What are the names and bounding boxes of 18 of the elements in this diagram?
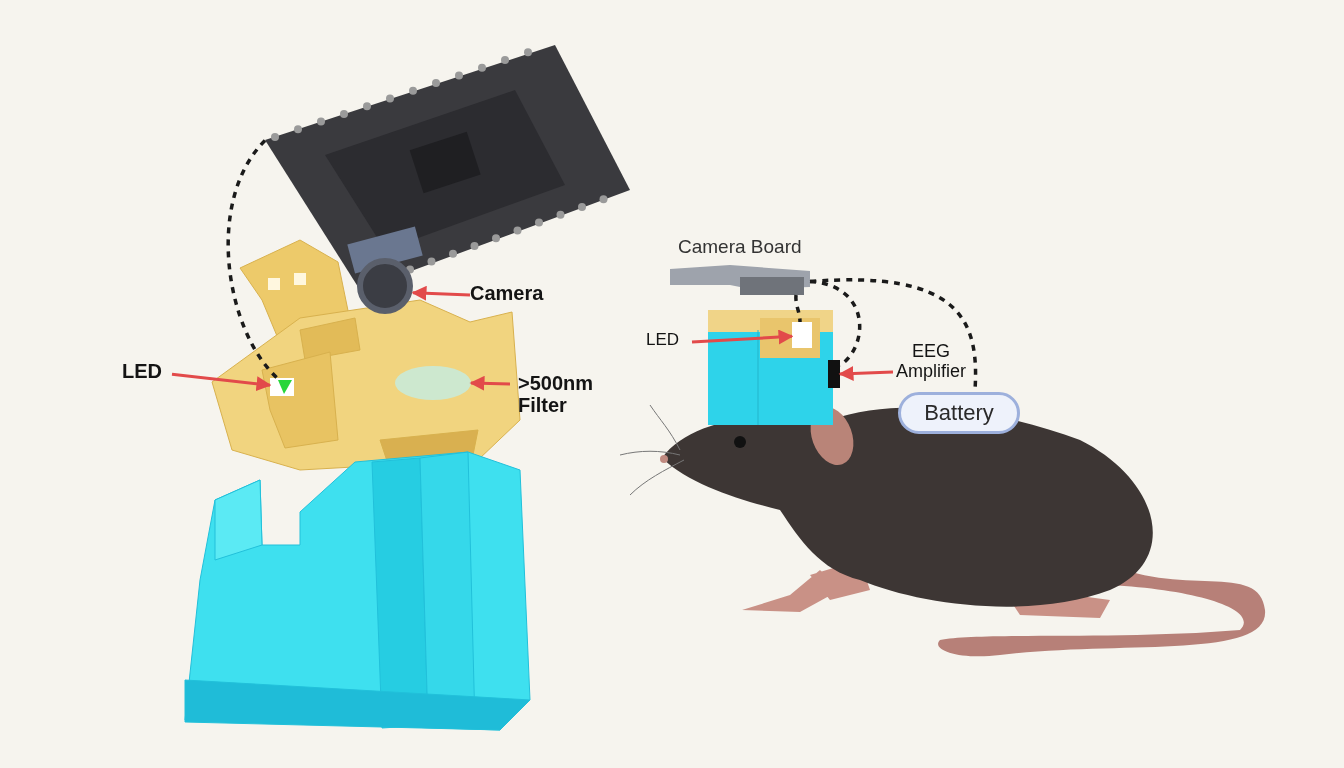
part-label: EEG Amplifier (893, 342, 969, 386)
part-label: Camera Board (678, 237, 803, 258)
part-label: Camera (470, 282, 570, 308)
arrow (691, 329, 794, 345)
component-part (270, 378, 294, 396)
part-label: >500nm Filter (510, 372, 626, 420)
component-part (792, 322, 812, 348)
arrow (171, 372, 272, 392)
part-label: LED (646, 331, 692, 353)
wire (794, 294, 802, 323)
part-label: LED (122, 360, 172, 386)
camera-board-drawing (670, 265, 810, 295)
arrow (838, 366, 894, 381)
arrow (469, 375, 511, 391)
arrow (411, 285, 471, 301)
battery-label: Battery (898, 392, 1020, 434)
wire (226, 139, 279, 380)
component-part (828, 360, 840, 388)
